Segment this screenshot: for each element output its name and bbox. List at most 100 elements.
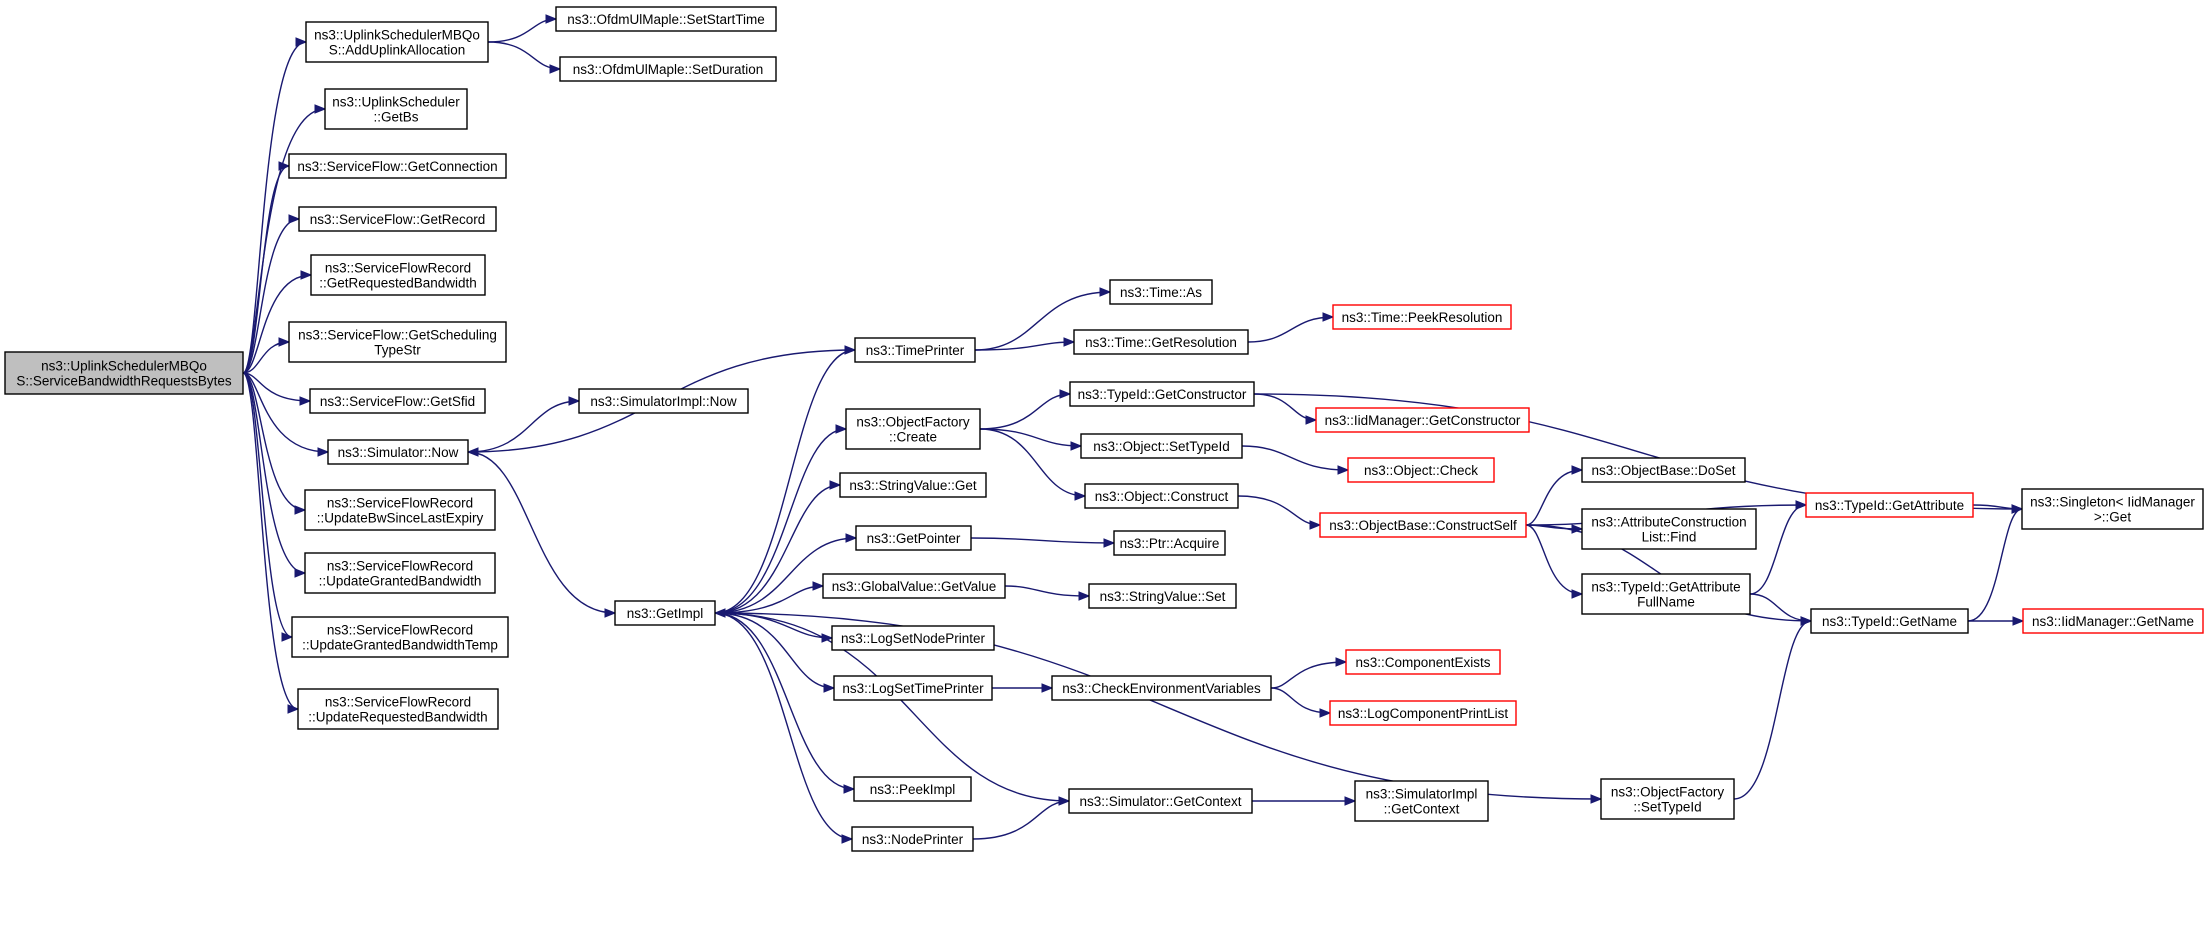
node-box-getBs[interactable] (324, 88, 468, 130)
node-nodePrinter[interactable]: ns3::NodePrinter (851, 826, 974, 852)
node-objSetTypeId[interactable]: ns3::Object::SetTypeId (1080, 433, 1243, 459)
node-getImpl[interactable]: ns3::GetImpl (614, 600, 716, 626)
node-box-globalGetValue[interactable] (822, 573, 1006, 599)
node-timeGetRes[interactable]: ns3::Time::GetResolution (1073, 329, 1249, 355)
node-box-timePrinter[interactable] (854, 337, 976, 363)
node-objFactCreate[interactable]: ns3::ObjectFactory::Create (845, 408, 981, 450)
node-ptrAcquire[interactable]: ns3::Ptr::Acquire (1113, 530, 1226, 556)
node-box-componentExists[interactable] (1345, 649, 1501, 675)
node-peekImpl[interactable]: ns3::PeekImpl (853, 776, 972, 802)
node-box-nodePrinter[interactable] (851, 826, 974, 852)
node-iidMgrGetCtor[interactable]: ns3::IidManager::GetConstructor (1315, 407, 1530, 433)
node-strValSet[interactable]: ns3::StringValue::Set (1088, 583, 1237, 609)
node-box-checkEnvVars[interactable] (1051, 675, 1272, 701)
node-box-objConstruct[interactable] (1084, 483, 1239, 509)
node-box-getSfid[interactable] (309, 388, 486, 414)
node-singletonGet[interactable]: ns3::Singleton< IidManager>::Get (2021, 488, 2204, 530)
node-box-objBaseDoSet[interactable] (1581, 457, 1746, 483)
node-objBaseConstructSelf[interactable]: ns3::ObjectBase::ConstructSelf (1319, 512, 1527, 538)
node-getSfid[interactable]: ns3::ServiceFlow::GetSfid (309, 388, 486, 414)
node-box-setDuration[interactable] (559, 56, 777, 82)
node-box-getSchedTypeStr[interactable] (288, 321, 507, 363)
node-box-getConnection[interactable] (288, 153, 507, 179)
node-box-objSetTypeId[interactable] (1080, 433, 1243, 459)
node-logSetNodePrinter[interactable]: ns3::LogSetNodePrinter (831, 625, 995, 651)
node-getBs[interactable]: ns3::UplinkScheduler::GetBs (324, 88, 468, 130)
node-box-updGranted[interactable] (304, 552, 496, 594)
node-box-objBaseConstructSelf[interactable] (1319, 512, 1527, 538)
node-box-getImpl[interactable] (614, 600, 716, 626)
node-simImplGetContext[interactable]: ns3::SimulatorImpl::GetContext (1354, 780, 1489, 822)
node-setStartTime[interactable]: ns3::OfdmUlMaple::SetStartTime (555, 6, 777, 32)
node-box-iidMgrGetName[interactable] (2022, 608, 2204, 634)
node-box-attrConstrFind[interactable] (1581, 508, 1757, 550)
node-box-objCheck[interactable] (1347, 457, 1495, 483)
node-logCompPrintList[interactable]: ns3::LogComponentPrintList (1329, 700, 1517, 726)
node-box-simImplNow[interactable] (578, 388, 749, 414)
node-strValGet[interactable]: ns3::StringValue::Get (839, 472, 987, 498)
node-box-strValGet[interactable] (839, 472, 987, 498)
node-box-strValSet[interactable] (1088, 583, 1237, 609)
node-simNow[interactable]: ns3::Simulator::Now (327, 439, 469, 465)
node-box-setStartTime[interactable] (555, 6, 777, 32)
node-box-updBwSince[interactable] (304, 489, 496, 531)
node-box-iidMgrGetCtor[interactable] (1315, 407, 1530, 433)
node-objBaseDoSet[interactable]: ns3::ObjectBase::DoSet (1581, 457, 1746, 483)
node-simGetContext[interactable]: ns3::Simulator::GetContext (1068, 788, 1253, 814)
node-checkEnvVars[interactable]: ns3::CheckEnvironmentVariables (1051, 675, 1272, 701)
node-typeIdGetName[interactable]: ns3::TypeId::GetName (1810, 608, 1969, 634)
node-box-updReq[interactable] (297, 688, 499, 730)
node-box-getRecord[interactable] (298, 206, 497, 232)
node-objConstruct[interactable]: ns3::Object::Construct (1084, 483, 1239, 509)
node-box-root[interactable] (4, 351, 244, 395)
node-objCheck[interactable]: ns3::Object::Check (1347, 457, 1495, 483)
node-globalGetValue[interactable]: ns3::GlobalValue::GetValue (822, 573, 1006, 599)
node-box-singletonGet[interactable] (2021, 488, 2204, 530)
node-box-typeIdGetName[interactable] (1810, 608, 1969, 634)
node-componentExists[interactable]: ns3::ComponentExists (1345, 649, 1501, 675)
node-box-updGrantedTemp[interactable] (291, 616, 509, 658)
node-getRecord[interactable]: ns3::ServiceFlow::GetRecord (298, 206, 497, 232)
node-box-logSetTimePrinter[interactable] (833, 675, 993, 701)
node-typeIdGetAttr[interactable]: ns3::TypeId::GetAttribute (1805, 492, 1974, 518)
node-timeAs[interactable]: ns3::Time::As (1109, 279, 1213, 305)
node-box-simGetContext[interactable] (1068, 788, 1253, 814)
node-box-typeIdGetCtor[interactable] (1069, 381, 1255, 407)
node-box-objFactSetTypeId[interactable] (1600, 778, 1735, 820)
node-box-ptrAcquire[interactable] (1113, 530, 1226, 556)
node-box-objFactCreate[interactable] (845, 408, 981, 450)
node-getConnection[interactable]: ns3::ServiceFlow::GetConnection (288, 153, 507, 179)
node-timePrinter[interactable]: ns3::TimePrinter (854, 337, 976, 363)
node-getReqBw[interactable]: ns3::ServiceFlowRecord::GetRequestedBand… (310, 254, 486, 296)
node-objFactSetTypeId[interactable]: ns3::ObjectFactory::SetTypeId (1600, 778, 1735, 820)
node-logSetTimePrinter[interactable]: ns3::LogSetTimePrinter (833, 675, 993, 701)
node-box-simNow[interactable] (327, 439, 469, 465)
node-updGrantedTemp[interactable]: ns3::ServiceFlowRecord::UpdateGrantedBan… (291, 616, 509, 658)
node-updReq[interactable]: ns3::ServiceFlowRecord::UpdateRequestedB… (297, 688, 499, 730)
node-getPointer[interactable]: ns3::GetPointer (855, 525, 972, 551)
node-updGranted[interactable]: ns3::ServiceFlowRecord::UpdateGrantedBan… (304, 552, 496, 594)
node-box-logSetNodePrinter[interactable] (831, 625, 995, 651)
node-box-typeIdGetAttrFull[interactable] (1581, 573, 1751, 615)
node-setDuration[interactable]: ns3::OfdmUlMaple::SetDuration (559, 56, 777, 82)
node-box-timeGetRes[interactable] (1073, 329, 1249, 355)
node-box-typeIdGetAttr[interactable] (1805, 492, 1974, 518)
node-addUplink[interactable]: ns3::UplinkSchedulerMBQoS::AddUplinkAllo… (305, 21, 489, 63)
node-box-timePeekRes[interactable] (1332, 304, 1512, 330)
node-typeIdGetCtor[interactable]: ns3::TypeId::GetConstructor (1069, 381, 1255, 407)
node-simImplNow[interactable]: ns3::SimulatorImpl::Now (578, 388, 749, 414)
node-box-timeAs[interactable] (1109, 279, 1213, 305)
node-iidMgrGetName[interactable]: ns3::IidManager::GetName (2022, 608, 2204, 634)
node-updBwSince[interactable]: ns3::ServiceFlowRecord::UpdateBwSinceLas… (304, 489, 496, 531)
node-box-addUplink[interactable] (305, 21, 489, 63)
node-box-getPointer[interactable] (855, 525, 972, 551)
node-timePeekRes[interactable]: ns3::Time::PeekResolution (1332, 304, 1512, 330)
node-box-getReqBw[interactable] (310, 254, 486, 296)
node-box-logCompPrintList[interactable] (1329, 700, 1517, 726)
node-root[interactable]: ns3::UplinkSchedulerMBQoS::ServiceBandwi… (4, 351, 244, 395)
node-box-peekImpl[interactable] (853, 776, 972, 802)
node-box-simImplGetContext[interactable] (1354, 780, 1489, 822)
